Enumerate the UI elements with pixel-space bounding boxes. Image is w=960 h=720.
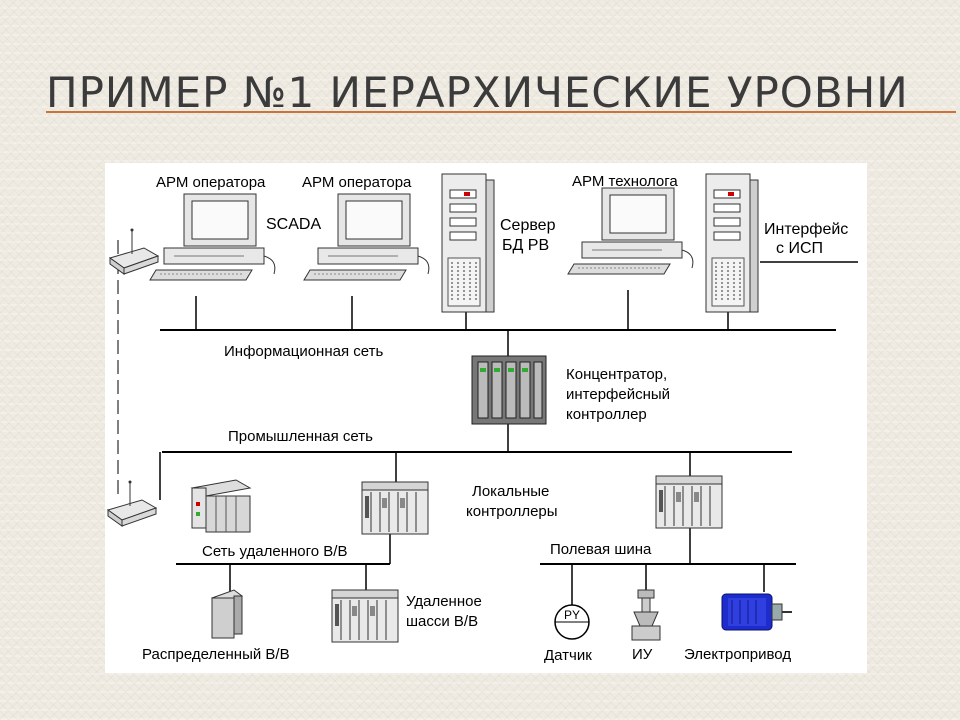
label-local-controllers-2: контроллеры — [466, 503, 558, 520]
label-remote-chassis-1: Удаленное — [406, 593, 482, 610]
label-local-controllers-1: Локальные — [472, 483, 549, 500]
local-controller-2-icon — [655, 475, 723, 529]
sensor-icon: PY — [554, 604, 590, 640]
technologist-workstation-icon — [567, 187, 694, 275]
label-info-network: Информационная сеть — [224, 343, 383, 360]
remote-io-rack-icon — [190, 479, 252, 533]
label-remote-chassis-2: шасси В/В — [406, 613, 478, 630]
diagram-panel: PY АРМ оператора АРМ оператора SCADA Сер… — [105, 163, 867, 673]
network-diagram: PY АРМ оператора АРМ оператора SCADA Сер… — [107, 173, 858, 664]
sensor-symbol: PY — [564, 608, 580, 622]
title-underline — [46, 111, 956, 113]
electric-motor-icon — [721, 593, 792, 631]
label-arm-technologist: АРМ технолога — [572, 173, 678, 190]
label-isp-2: с ИСП — [776, 240, 823, 257]
label-hub-2: интерфейсный — [566, 386, 670, 403]
label-electric-drive: Электропривод — [684, 646, 791, 663]
radio-modem-top-icon — [109, 228, 159, 275]
label-server-2: БД РВ — [502, 237, 549, 254]
label-hub-3: контроллер — [566, 406, 647, 423]
label-scada: SCADA — [266, 216, 321, 233]
label-remote-io-network: Сеть удаленного В/В — [202, 543, 347, 560]
isp-interface-tower-icon — [705, 173, 759, 313]
remote-chassis-icon — [331, 589, 399, 643]
distributed-io-icon — [210, 589, 244, 639]
label-industrial-network: Промышленная сеть — [228, 428, 373, 445]
server-tower-icon — [441, 173, 495, 313]
label-hub-1: Концентратор, — [566, 366, 667, 383]
operator-workstation-2-icon — [303, 193, 430, 281]
hub-controller-icon — [471, 355, 547, 425]
valve-icon — [631, 589, 661, 641]
label-sensor: Датчик — [544, 647, 592, 664]
page-title: Пример №1 Иерархические уровни — [46, 68, 909, 117]
label-isp-1: Интерфейс — [764, 221, 848, 238]
local-controller-1-icon — [361, 481, 429, 535]
label-server-1: Сервер — [500, 217, 556, 234]
radio-modem-bottom-icon — [107, 480, 157, 527]
label-distributed-io: Распределенный В/В — [142, 646, 290, 663]
label-arm-operator-1: АРМ оператора — [156, 174, 266, 191]
operator-workstation-1-icon — [149, 193, 276, 281]
label-actuator: ИУ — [632, 646, 653, 663]
label-fieldbus: Полевая шина — [550, 541, 652, 558]
label-arm-operator-2: АРМ оператора — [302, 174, 412, 191]
